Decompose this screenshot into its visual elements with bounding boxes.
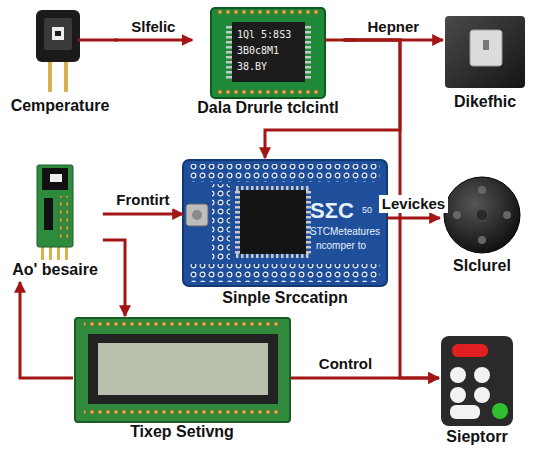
component-label: Dikefhic [443,92,527,112]
board-marking: ncomper to [316,239,366,252]
board-marking: SΣC [310,198,354,223]
component-node: Ao' besaire [7,162,103,282]
component-node: Dala Drurle tclcintl [192,6,343,120]
component-label: Sinple Srccatipn [183,288,387,308]
temperature-sensor [36,10,80,92]
signal-arrow [387,217,440,220]
board-marking: 38.BY [237,60,267,73]
component-node: Sieptorr [439,333,515,449]
component-node: Tixep Setivng [73,316,291,444]
device-module [445,16,525,88]
arrow-label: Frontirt [113,191,172,209]
board-marking: 50 [362,204,372,216]
board-marking: 1Ql 5:8S3 [237,28,291,41]
component-label: Cemperature [6,96,115,116]
arrow-label: Levickes [379,195,448,213]
component-label: Ao' besaire [7,260,103,280]
signal-arrow [103,240,125,316]
signal-arrow [103,213,183,216]
lcd-display [75,318,290,422]
chip-board [211,8,325,98]
component-label: Slclurel [440,256,524,276]
wire-stub [78,39,356,42]
component-node: Cemperature [6,6,115,118]
component-node: Dikefhic [443,12,527,114]
arrow-label: Control [316,355,375,373]
arrow-label: Hepner [365,18,423,36]
round-actuator [444,177,520,253]
sensor-board [37,165,73,260]
arrow-label: Slfelic [128,18,178,36]
board-marking: STCMeteatures [310,225,380,238]
signal-arrow [114,39,192,42]
keypad-device [441,336,513,426]
component-node: Slclurel [440,174,524,278]
signal-arrow [20,282,73,378]
microcontroller-board [183,160,387,286]
component-label: Dala Drurle tclcintl [192,98,343,118]
component-label: Tixep Setivng [73,422,291,442]
component-label: Sieptorr [439,427,515,447]
board-marking: 3B0c8M1 [237,44,279,57]
